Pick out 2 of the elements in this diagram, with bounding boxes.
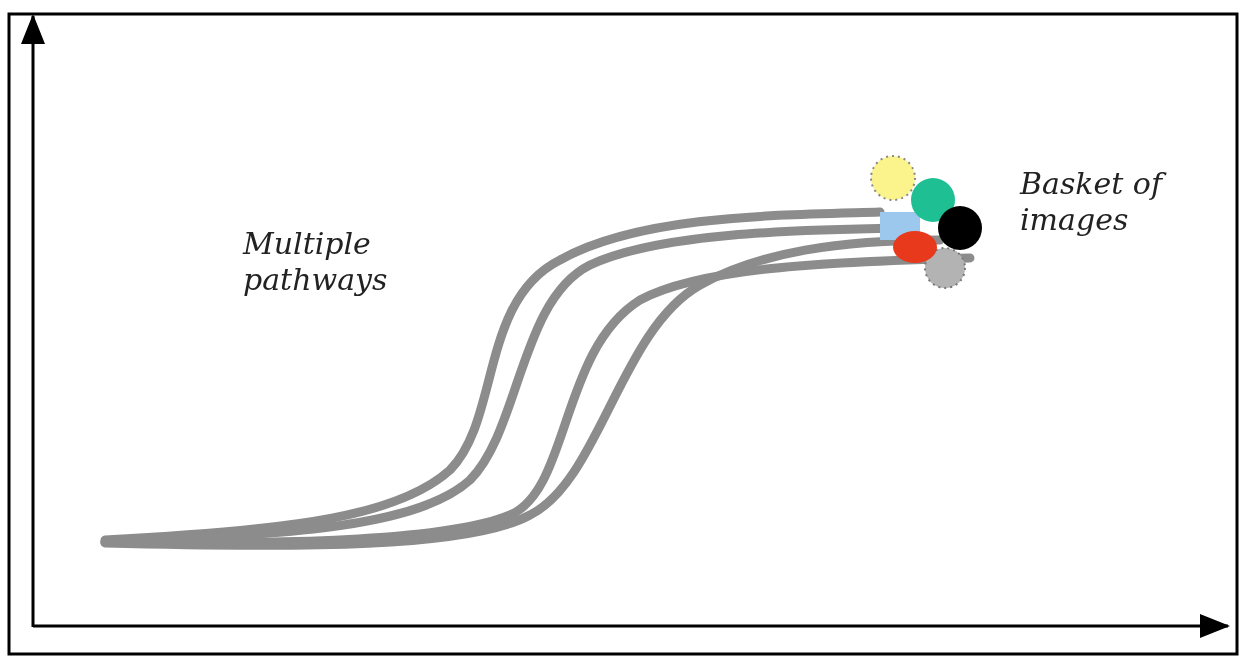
- pathways-label: Multiple pathways: [243, 226, 389, 298]
- basket-label: Basket of images: [1020, 166, 1220, 238]
